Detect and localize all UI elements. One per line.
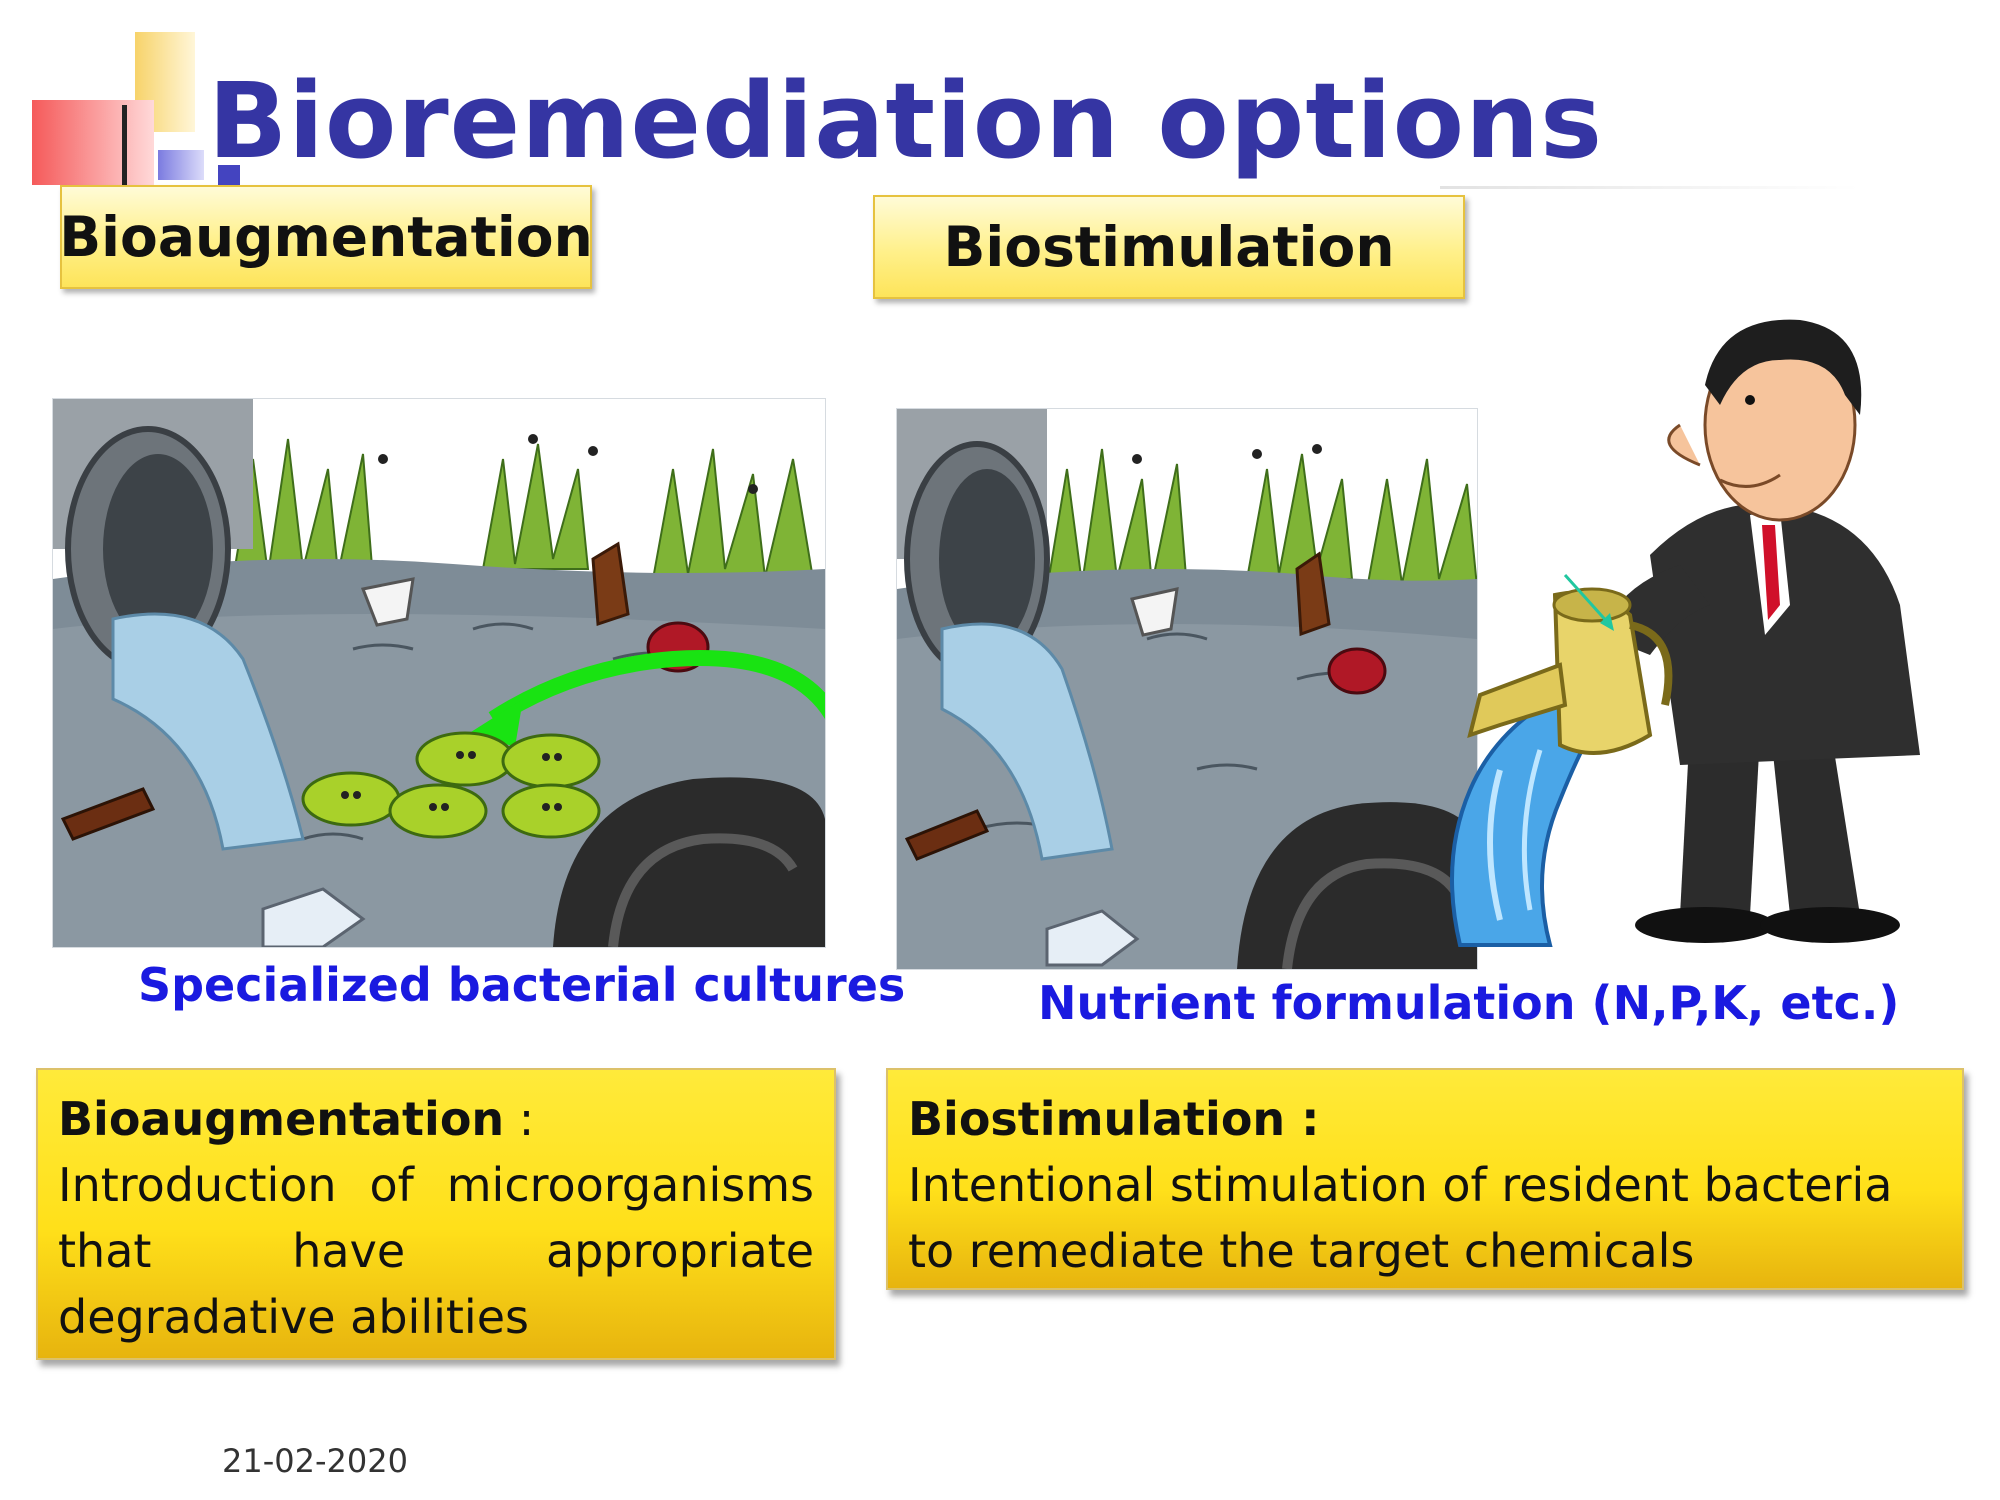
decorative-bar [122,105,127,185]
biostimulation-definition: Biostimulation : Intentional stimulation… [886,1068,1964,1290]
label-bioaugmentation: Bioaugmentation [59,185,593,289]
slide-title: Bioremediation options [208,60,1604,182]
slide-date: 21-02-2020 [222,1442,408,1480]
caption-nutrient-formulation: Nutrient formulation (N,P,K, etc.) [1038,976,1900,1030]
biostimulation-definition-text: Intentional stimulation of resident bact… [908,1158,1893,1278]
label-biostimulation: Biostimulation [873,195,1465,299]
pouring-water [1430,680,1601,950]
decorative-block-red [32,100,154,185]
bioaugmentation-definition-heading: Bioaugmentation : [58,1086,814,1152]
bioaugmentation-term: Bioaugmentation [58,1092,505,1146]
bioaugmentation-definition: Bioaugmentation : Introduction of microo… [36,1068,836,1360]
biostimulation-term: Biostimulation : [908,1092,1320,1146]
title-divider [1440,186,1860,189]
decorative-block-blue [158,150,204,180]
bioaugmentation-definition-text: Introduction of microorganisms that have… [58,1158,814,1344]
definition-separator: : [504,1092,535,1146]
biostimulation-illustration [896,408,1478,970]
biostimulation-definition-heading: Biostimulation : [908,1086,1942,1152]
bioaugmentation-illustration [52,398,826,948]
businessman-with-watering-can [1450,305,1985,955]
label-bioaugmentation-text: Bioaugmentation [59,205,593,269]
decorative-block-blue-small [218,165,240,187]
caption-bacterial-cultures: Specialized bacterial cultures [138,958,906,1012]
label-biostimulation-text: Biostimulation [943,215,1395,279]
